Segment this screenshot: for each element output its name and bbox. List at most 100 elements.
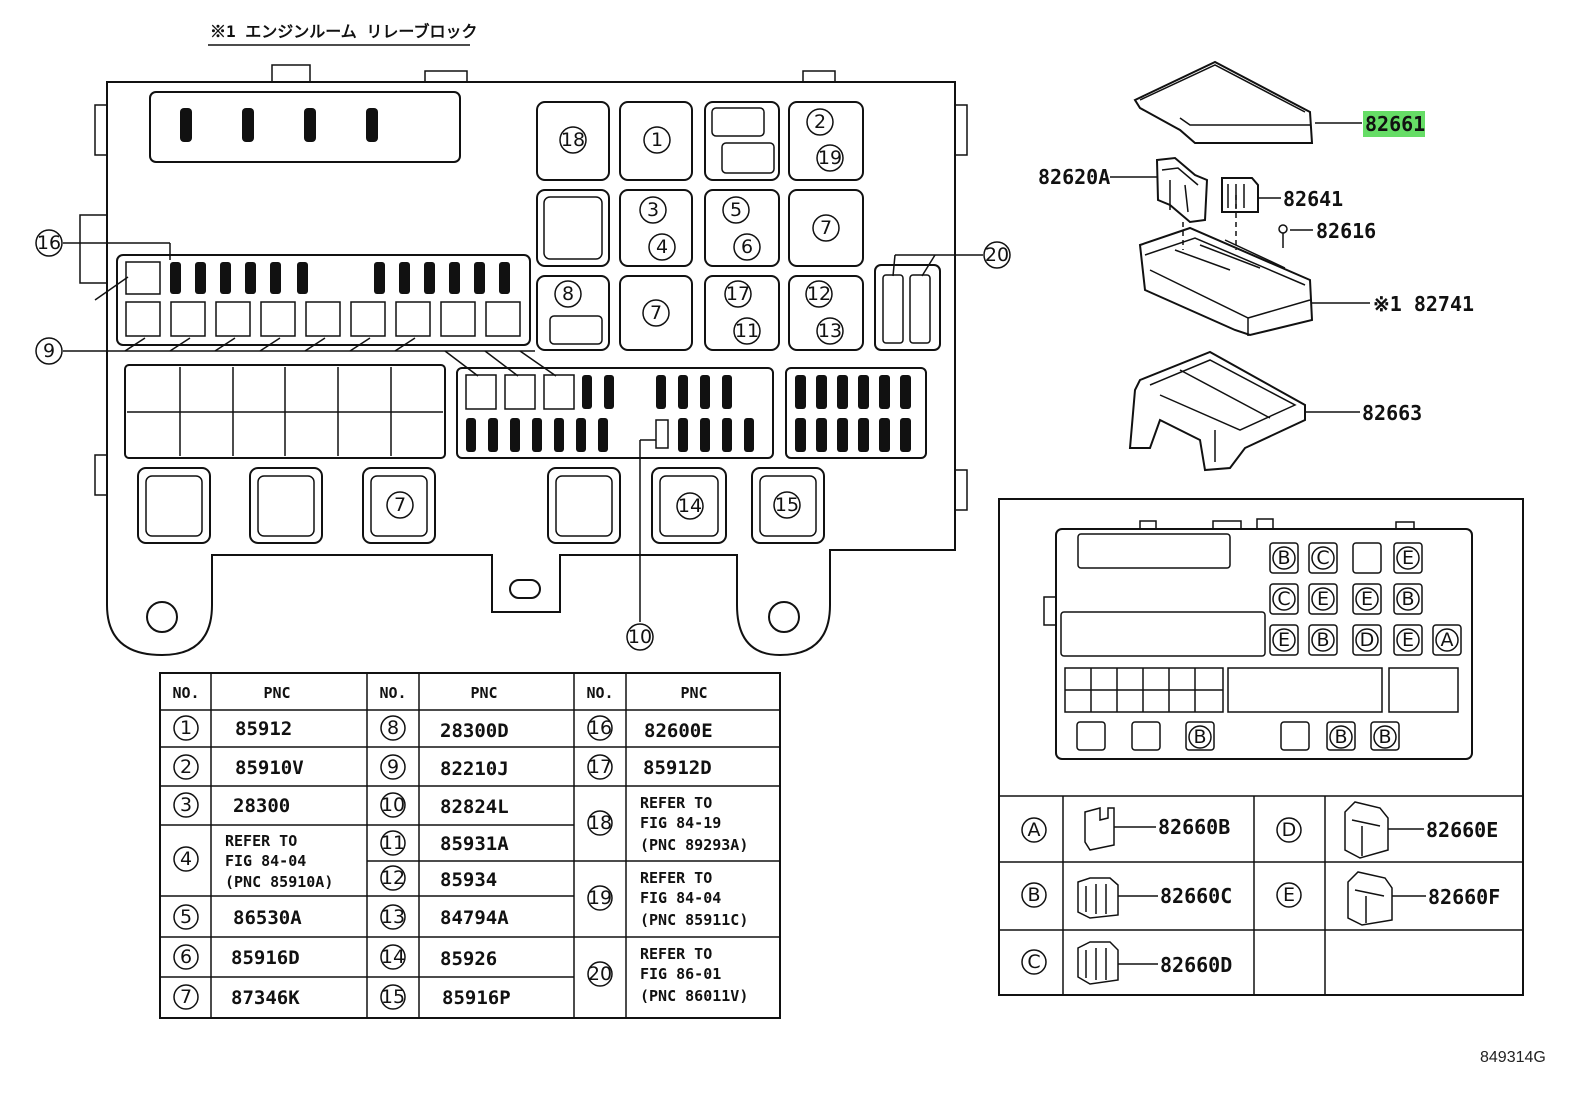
row-pnc: 85912D [643,757,712,779]
row-no: 3 [180,794,192,816]
row-ref-l1: REFER TO [225,832,297,850]
row-pnc: 85931A [440,833,509,855]
row-pnc: 85916D [231,947,300,969]
part-82741-label: ※1 82741 [1373,292,1474,316]
svg-text:C: C [1316,547,1329,569]
callout-1: 1 [651,129,663,151]
pnc-table: NO. PNC NO. PNC NO. PNC 1 85912 2 85910V… [159,672,781,1019]
callout-12: 12 [807,283,831,305]
table-col-2: 8 28300D 9 82210J 10 82824L 11 85931A 12… [380,715,511,1010]
row-ref-l3: (PNC 85910A) [225,873,333,891]
row-pnc: 85910V [235,757,304,779]
callout-5: 5 [730,199,742,221]
legend-part-c: 82660D [1160,953,1232,977]
callout-20: 20 [985,244,1009,266]
legend-part-e: 82660F [1428,885,1500,909]
callout-4: 4 [656,236,668,258]
row-ref-l3: (PNC 89293A) [640,836,748,854]
header-no-1: NO. [172,684,199,702]
callout-17: 17 [726,283,750,305]
row-no: 2 [180,756,192,778]
svg-text:E: E [1402,629,1414,651]
exploded-parts-drawing: 82661 82620A 82641 82616 ※1 82741 82663 [1038,60,1474,472]
callout-19: 19 [818,147,842,169]
row-ref-l2: FIG 84-04 [640,889,721,907]
row-no: 18 [588,812,612,834]
svg-text:E: E [1361,588,1373,610]
part-82661-label: 82661 [1365,112,1425,136]
header-pnc-2: PNC [470,684,497,702]
row-no: 20 [588,963,612,985]
callout-markers: 18 1 2 19 3 4 5 6 7 8 7 17 11 12 13 7 14… [35,108,1011,651]
legend-letter-c: C [1027,951,1040,973]
row-pnc: 82824L [440,796,509,818]
row-no: 9 [387,756,399,778]
callout-11: 11 [735,320,759,342]
callout-7a: 7 [820,217,832,239]
legend-letter-d: D [1282,819,1297,841]
row-no: 14 [381,946,405,968]
svg-text:E: E [1317,588,1329,610]
row-no: 8 [387,717,399,739]
figure-id: 849314G [1480,1049,1546,1066]
table-col-3: 16 82600E 17 85912D 18 REFER TO FIG 84-1… [587,715,748,1005]
row-no: 15 [381,986,405,1008]
svg-text:B: B [1401,588,1414,610]
header-pnc-1: PNC [263,684,290,702]
row-no: 10 [381,794,405,816]
callout-6: 6 [741,236,753,258]
legend-part-b: 82660C [1160,884,1232,908]
svg-text:B: B [1193,726,1206,748]
svg-text:B: B [1378,726,1391,748]
svg-text:E: E [1402,547,1414,569]
callout-13: 13 [818,320,842,342]
row-no: 11 [381,832,405,854]
callout-7b: 7 [650,302,662,324]
legend-part-a: 82660B [1158,815,1230,839]
mini-block-letters: B C E C E E B E B D E A B B B [1188,546,1459,749]
part-82620A-label: 82620A [1038,165,1110,189]
callout-16: 16 [37,232,61,254]
legend-part-d: 82660E [1426,818,1498,842]
callout-3: 3 [647,199,659,221]
svg-text:B: B [1334,726,1347,748]
callout-14: 14 [678,495,702,517]
callout-8: 8 [562,283,574,305]
row-pnc: 85926 [440,948,497,970]
row-pnc: 82210J [440,758,509,780]
legend-letter-b: B [1027,884,1040,906]
table-col-1: 1 85912 2 85910V 3 28300 4 REFER TO FIG … [173,715,333,1010]
callout-9: 9 [43,340,55,362]
row-pnc: 86530A [233,907,302,929]
svg-text:C: C [1277,588,1290,610]
row-ref-l2: FIG 84-19 [640,814,721,832]
row-no: 5 [180,906,192,928]
row-no: 1 [180,717,192,739]
row-no: 7 [180,986,192,1008]
header-pnc-3: PNC [680,684,707,702]
header-no-3: NO. [586,684,613,702]
row-no: 17 [588,756,612,778]
svg-text:B: B [1316,629,1329,651]
row-pnc: 28300 [233,795,290,817]
row-pnc: 85916P [442,987,511,1009]
part-82616-label: 82616 [1316,219,1376,243]
callout-15: 15 [775,494,799,516]
part-82663-label: 82663 [1362,401,1422,425]
row-no: 4 [180,848,192,870]
row-ref-l2: FIG 86-01 [640,965,721,983]
diagram-title: ※1 エンジンルーム リレーブロック [210,22,477,41]
relay-legend-panel: B C E C E E B E B D E A B B B A B C D [998,498,1524,996]
row-no: 6 [180,946,192,968]
row-ref-l2: FIG 84-04 [225,852,306,870]
row-ref-l1: REFER TO [640,869,712,887]
row-pnc: 85934 [440,869,497,891]
header-no-2: NO. [379,684,406,702]
row-pnc: 85912 [235,718,292,740]
legend-letter-e: E [1283,884,1295,906]
row-pnc: 87346K [231,987,300,1009]
callout-2: 2 [814,111,826,133]
svg-text:A: A [1441,629,1454,651]
row-pnc: 28300D [440,720,509,742]
